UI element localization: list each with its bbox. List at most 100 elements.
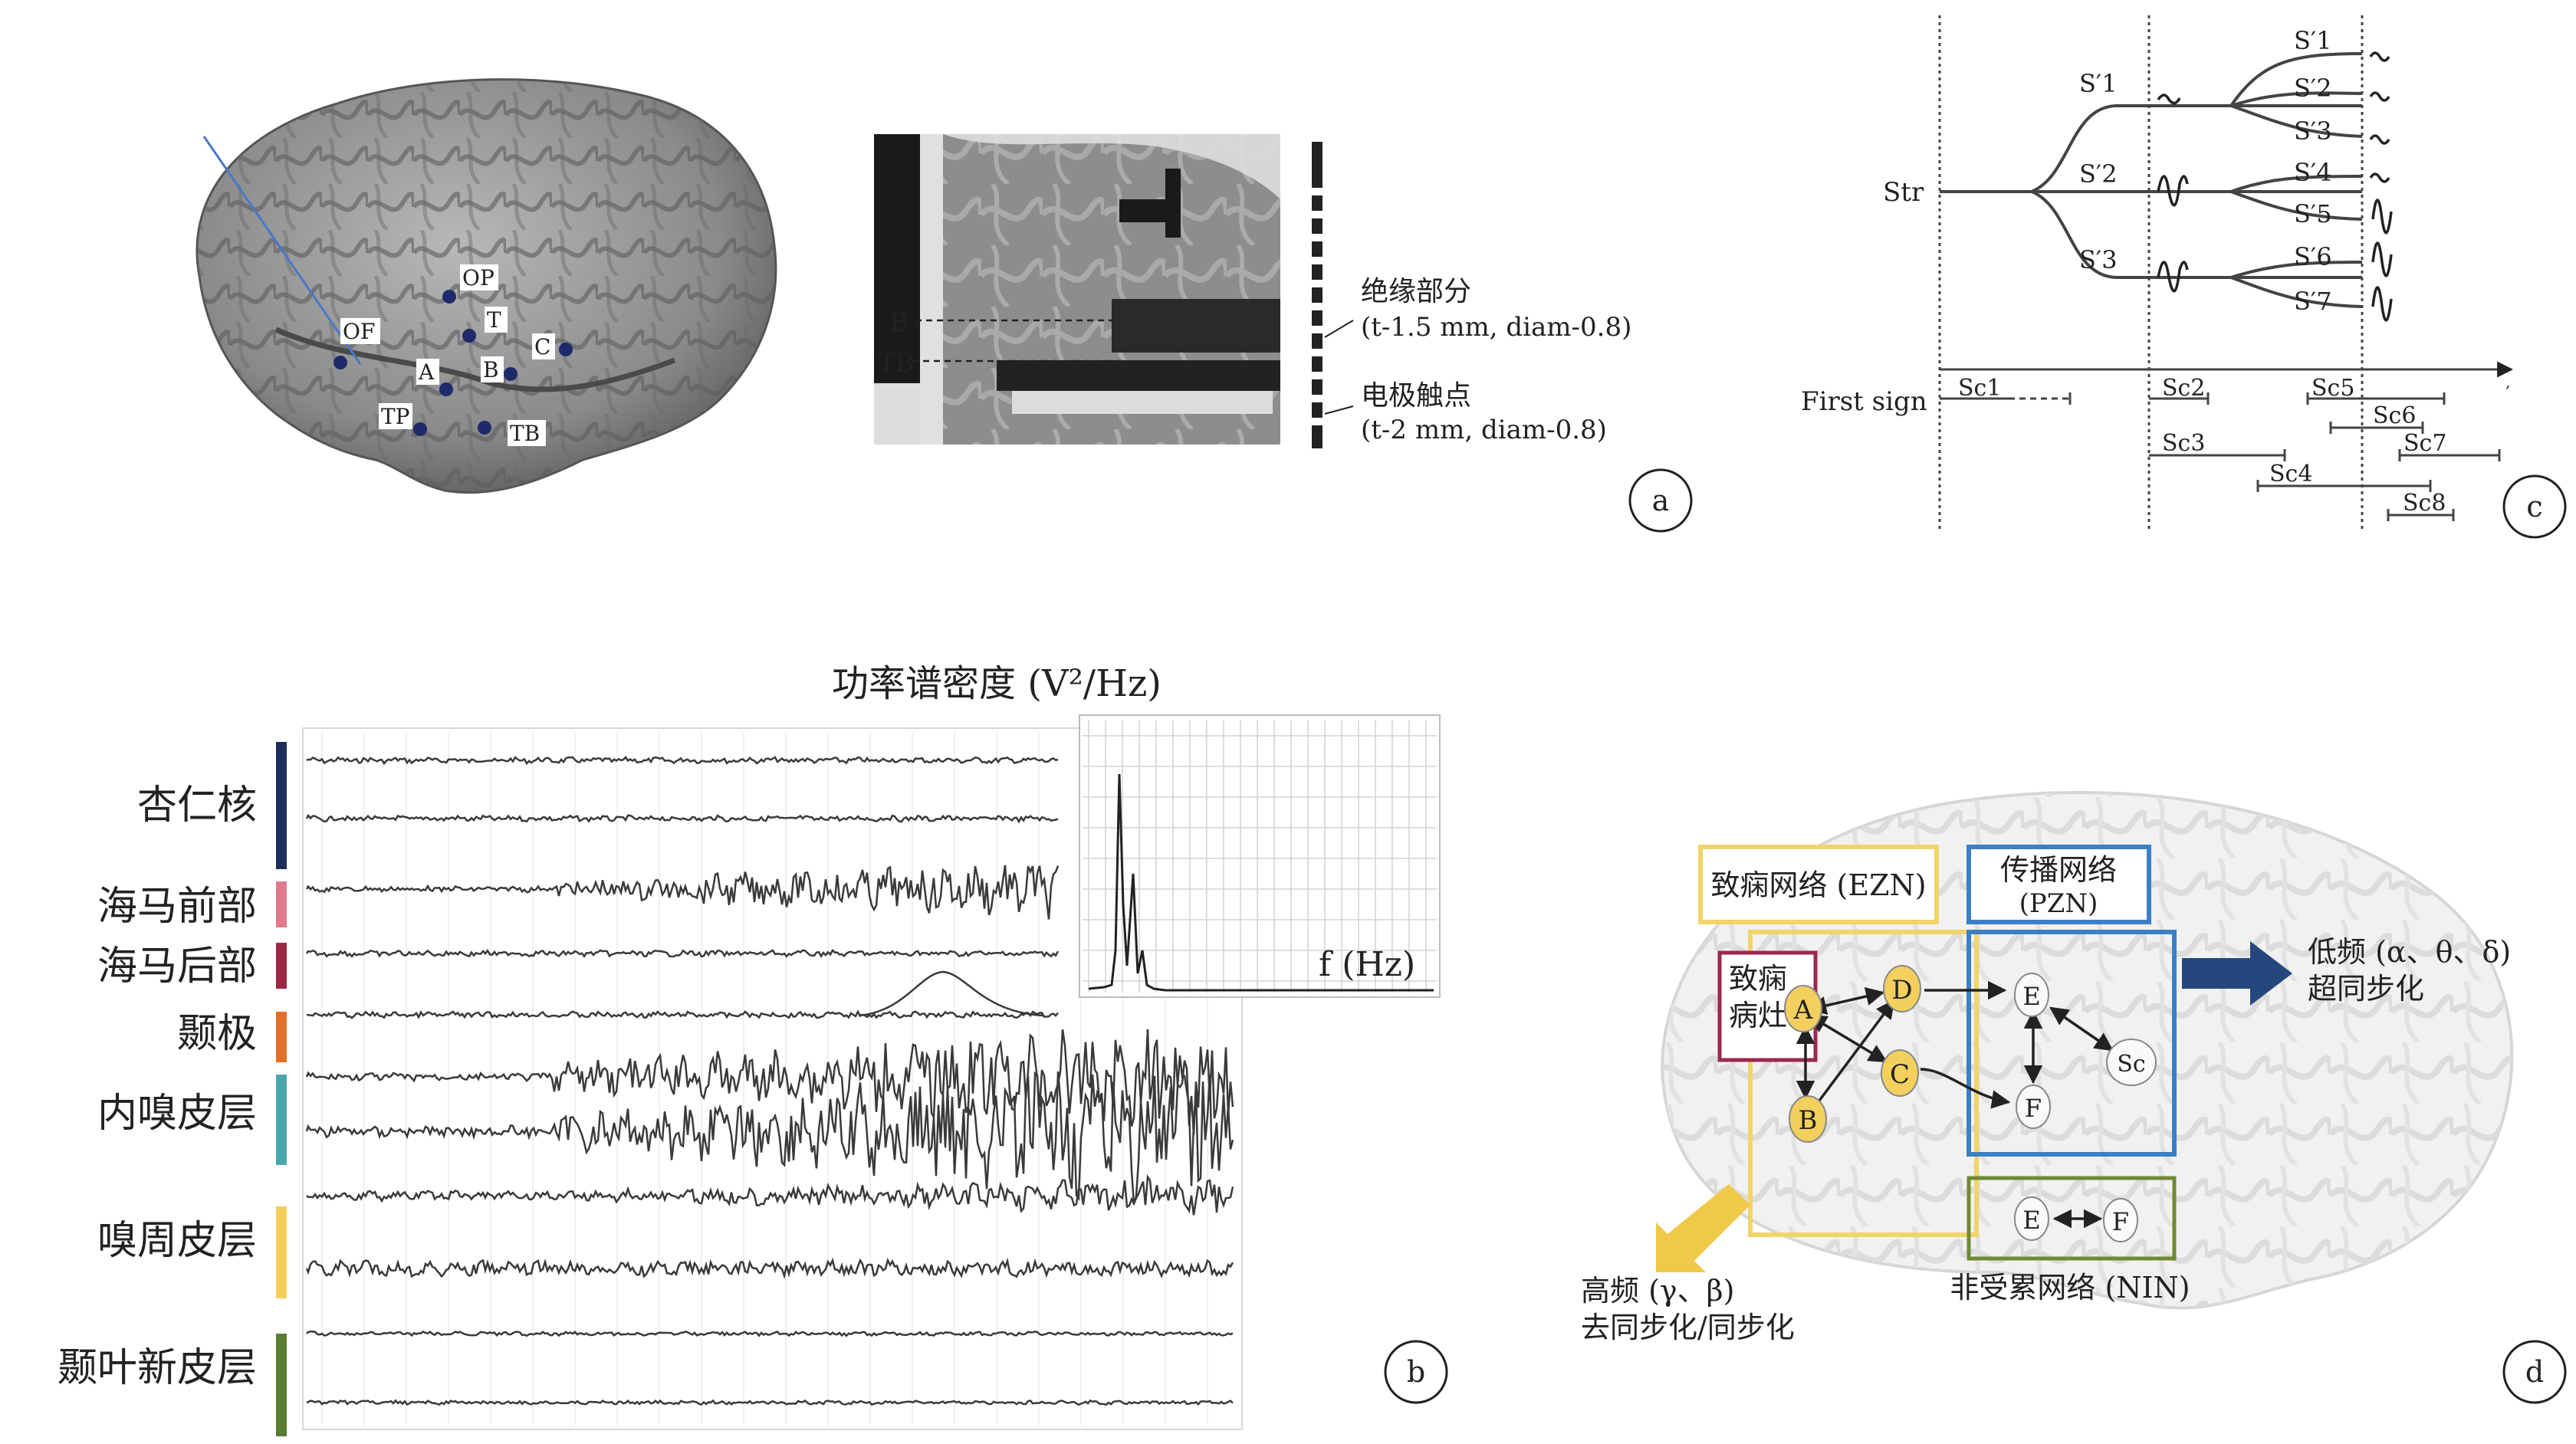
low-freq-line2: 超同步化 [2308,972,2424,1006]
sc-label-6: Sc6 [2373,402,2416,429]
sc-label-2: Sc2 [2162,375,2205,402]
region-label-anterior-hippocampus: 海马前部 [97,884,257,930]
node-c: C [1881,1050,1918,1096]
svg-text:B: B [1799,1105,1818,1136]
psd-inset: f (Hz) [1079,715,1440,997]
node-e-pzn: E [2015,973,2049,1016]
node-b: B [1789,1096,1826,1142]
sc-label-7: Sc7 [2404,430,2446,457]
svg-text:E: E [2022,1206,2040,1235]
high-freq-line1: 高频 (γ、β) [1581,1274,1734,1308]
first-sign-label: First sign [1801,386,1927,417]
node-a: A [1785,986,1822,1032]
region-label-posterior-hippocampus: 海马后部 [97,944,257,989]
s-label-1-right: S′1 [2294,26,2332,55]
mri-slice-image [874,134,1280,445]
sc-label-3: Sc3 [2162,430,2205,457]
insulation-spec: (t-1.5 mm, diam-0.8) [1361,312,1631,343]
focus-label-line2: 病灶 [1729,999,1787,1032]
eeg-trace [307,757,1058,763]
region-bar-anterior-hippocampus [276,881,287,927]
s-label-2-right: S′2 [2294,74,2332,103]
electrode-label-of: OF [343,319,375,344]
region-label-entorhinal: 内嗅皮层 [97,1091,257,1137]
node-e-nin: E [2015,1197,2049,1240]
panel-letter-d: d [2525,1355,2544,1389]
electrode-label-a: A [418,359,435,385]
s-label-6-right: S′6 [2294,242,2332,271]
panel-letter-c: c [2526,490,2542,523]
ezn-label: 致痫网络 (EZN) [1710,868,1926,902]
region-bar-perirhinal [276,1206,287,1298]
region-label-neocortex: 颞叶新皮层 [58,1345,257,1391]
region-bar-posterior-hippocampus [276,943,287,989]
high-frequency-arrow [1656,1184,1750,1272]
focus-label-line1: 致痫 [1729,962,1787,996]
node-d: D [1884,966,1921,1012]
node-f-pzn: F [2016,1085,2050,1128]
region-bar-entorhinal [276,1075,287,1165]
psd-title: 功率谱密度 (V²/Hz) [832,662,1162,705]
electrode-label-b: B [483,357,499,382]
svg-text:D: D [1891,975,1912,1006]
panel-letter-a: a [1652,484,1670,517]
svg-text:F: F [2025,1094,2042,1123]
insulation-title: 绝缘部分 [1361,276,1471,307]
low-freq-line1: 低频 (α、θ、δ) [2308,935,2511,969]
region-bar-amygdala [276,742,287,869]
freq-axis-label: f (Hz) [1319,945,1415,984]
str-label: Str [1883,177,1924,208]
node-f-nin: F [2104,1199,2137,1242]
svg-text:F: F [2112,1207,2129,1236]
pzn-label-line1: 传播网络 [2000,853,2117,887]
electrode-label-tp: TP [381,404,410,429]
eeg-trace [307,1012,1058,1018]
s-label-5-right: S′5 [2294,199,2332,228]
region-bar-neocortex [276,1334,287,1436]
region-label-temporal-pole: 颞极 [177,1011,257,1057]
s-label-3-left: S′3 [2079,245,2118,274]
eeg-trace [307,816,1058,822]
eeg-trace [307,865,1058,920]
temporal-pole-slow-wave [859,972,1043,1016]
svg-text:‚: ‚ [2505,372,2510,391]
eeg-trace [307,1177,1233,1216]
sc-label-5: Sc5 [2312,375,2354,402]
pzn-label-line2: (PZN) [2019,888,2098,919]
svg-text:C: C [1890,1059,1910,1090]
contact-title: 电极触点 [1361,380,1471,412]
electrode-label-op: OP [462,265,495,290]
contact-spec: (t-2 mm, diam-0.8) [1361,415,1607,445]
s-label-1-left: S′1 [2079,69,2118,98]
panel-c: Str First sign S′1 [1801,15,2565,537]
sc-label-1: Sc1 [1958,375,2001,402]
electrode-label-c: C [534,334,550,359]
s-label-4-right: S′4 [2294,158,2332,187]
node-sc: Sc [2107,1039,2156,1085]
region-label-amygdala: 杏仁核 [137,783,257,829]
mri-label-b: B [889,307,909,338]
eeg-trace [307,1400,1233,1404]
mri-label-tb: TB [878,348,915,379]
electrode-label-tb: TB [510,421,540,446]
panel-b: 功率谱密度 (V²/Hz) 杏仁核 海马前部 海马后部 颞极 内嗅皮层 嗅周皮层… [58,662,1447,1436]
electrode-schematic [1312,142,1353,448]
sc-label-8: Sc8 [2403,490,2446,517]
sc-label-4: Sc4 [2269,461,2312,487]
svg-text:E: E [2022,982,2040,1011]
high-freq-line2: 去同步化/同步化 [1581,1311,1795,1344]
nin-label: 非受累网络 (NIN) [1950,1271,2190,1305]
region-label-perirhinal: 嗅周皮层 [97,1218,257,1264]
s-label-2-left: S′2 [2079,159,2118,189]
svg-text:A: A [1793,995,1813,1026]
panel-letter-b: b [1407,1355,1425,1389]
panel-d: 致痫网络 (EZN) 致痫 病灶 传播网络 (PZN) 非受累网络 (NIN) [1581,793,2565,1403]
eeg-trace [307,950,1058,957]
s-label-3-right: S′3 [2294,117,2332,146]
region-bar-temporal-pole [276,1012,287,1062]
eeg-trace [307,1331,1233,1336]
eeg-trace [307,1260,1233,1276]
panel-a: OP T OF C A B TP TB [197,80,1691,531]
svg-text:Sc: Sc [2117,1051,2145,1078]
